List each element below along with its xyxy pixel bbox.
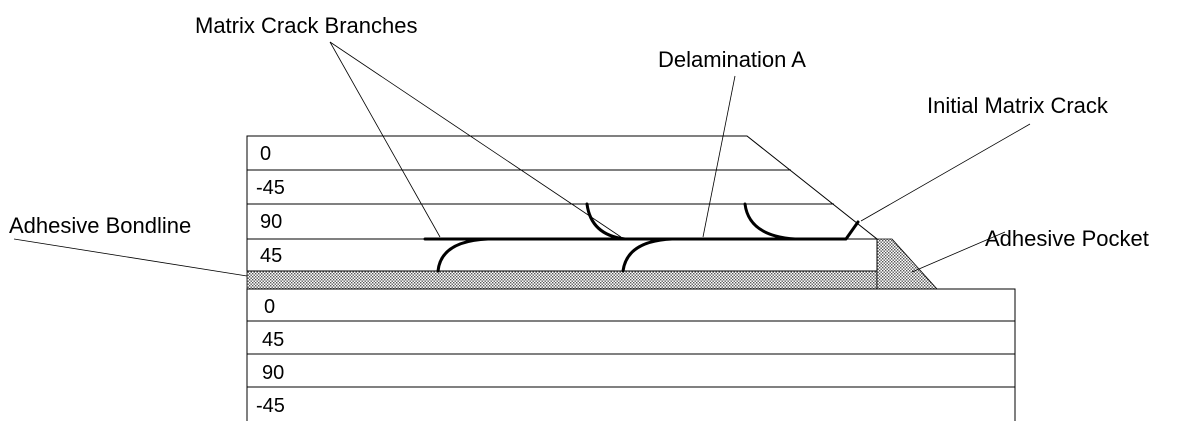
leader-matrix-crack-branches-left	[329, 41, 441, 238]
delamination-a-crack	[423, 220, 860, 241]
upper-ply-label: 0	[260, 143, 271, 165]
matrix-crack-branch	[585, 202, 627, 241]
lower-laminate: 0 45 90 -45	[246, 288, 1016, 421]
upper-laminate: 0 -45 90 45	[246, 135, 878, 272]
matrix-crack-branch	[743, 202, 797, 241]
matrix-crack-branches-label: Matrix Crack Branches	[195, 13, 418, 38]
crack-network	[423, 202, 860, 273]
leader-adhesive-pocket	[911, 231, 1006, 273]
leader-lines	[13, 41, 1031, 277]
upper-laminate-outline	[246, 135, 878, 272]
lower-ply-label: 90	[262, 362, 284, 384]
upper-ply-label: -45	[256, 177, 285, 199]
leader-delamination-a	[702, 75, 736, 238]
lower-laminate-outline	[246, 288, 1016, 421]
lower-ply-label: 45	[262, 329, 284, 351]
matrix-crack-branch	[436, 237, 490, 273]
lower-ply-label: 0	[264, 296, 275, 318]
upper-ply-label: 90	[260, 211, 282, 233]
upper-ply-label: 45	[260, 245, 282, 267]
initial-matrix-crack-label: Initial Matrix Crack	[927, 93, 1109, 118]
delamination-a-label: Delamination A	[658, 47, 806, 72]
leader-adhesive-bondline	[13, 238, 248, 277]
adhesive-pocket-label: Adhesive Pocket	[985, 226, 1149, 251]
adhesive-bondline-layer	[246, 270, 878, 290]
lower-ply-label: -45	[256, 395, 285, 417]
leader-initial-matrix-crack	[860, 123, 1031, 222]
matrix-crack-branch	[621, 237, 674, 273]
leader-matrix-crack-branches-right	[329, 41, 622, 238]
adhesive-bondline-label: Adhesive Bondline	[9, 213, 191, 238]
adhesive-pocket-fillet	[876, 238, 938, 290]
